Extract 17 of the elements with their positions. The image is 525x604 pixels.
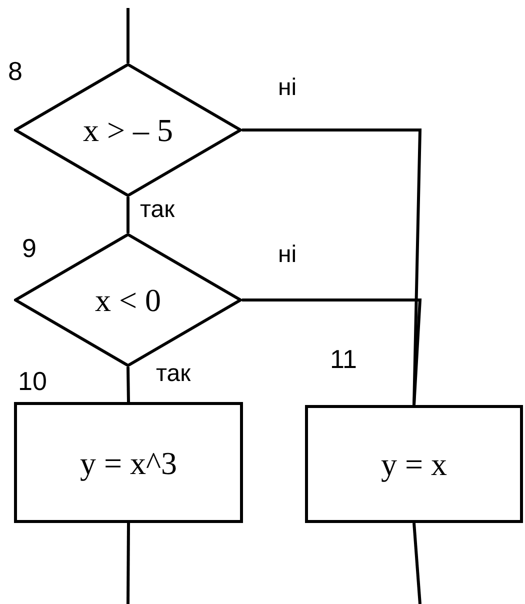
condition-text: x < 0 [94, 284, 162, 316]
connector-line [126, 522, 130, 604]
step-number: 9 [22, 235, 36, 261]
condition-text: x > – 5 [82, 114, 174, 146]
connector-line [126, 8, 130, 63]
step-number: 10 [18, 368, 47, 394]
condition-text: y = x^3 [80, 446, 178, 478]
connector-line [412, 522, 422, 604]
connector-line [126, 197, 130, 233]
connector-line [242, 298, 422, 406]
condition-text: y = x [380, 448, 448, 480]
connector-line [126, 366, 130, 402]
step-number: 11 [330, 346, 357, 372]
process-box [305, 405, 523, 523]
process-box [14, 402, 243, 523]
decision-diamond [14, 233, 242, 367]
step-number: 8 [8, 58, 22, 84]
